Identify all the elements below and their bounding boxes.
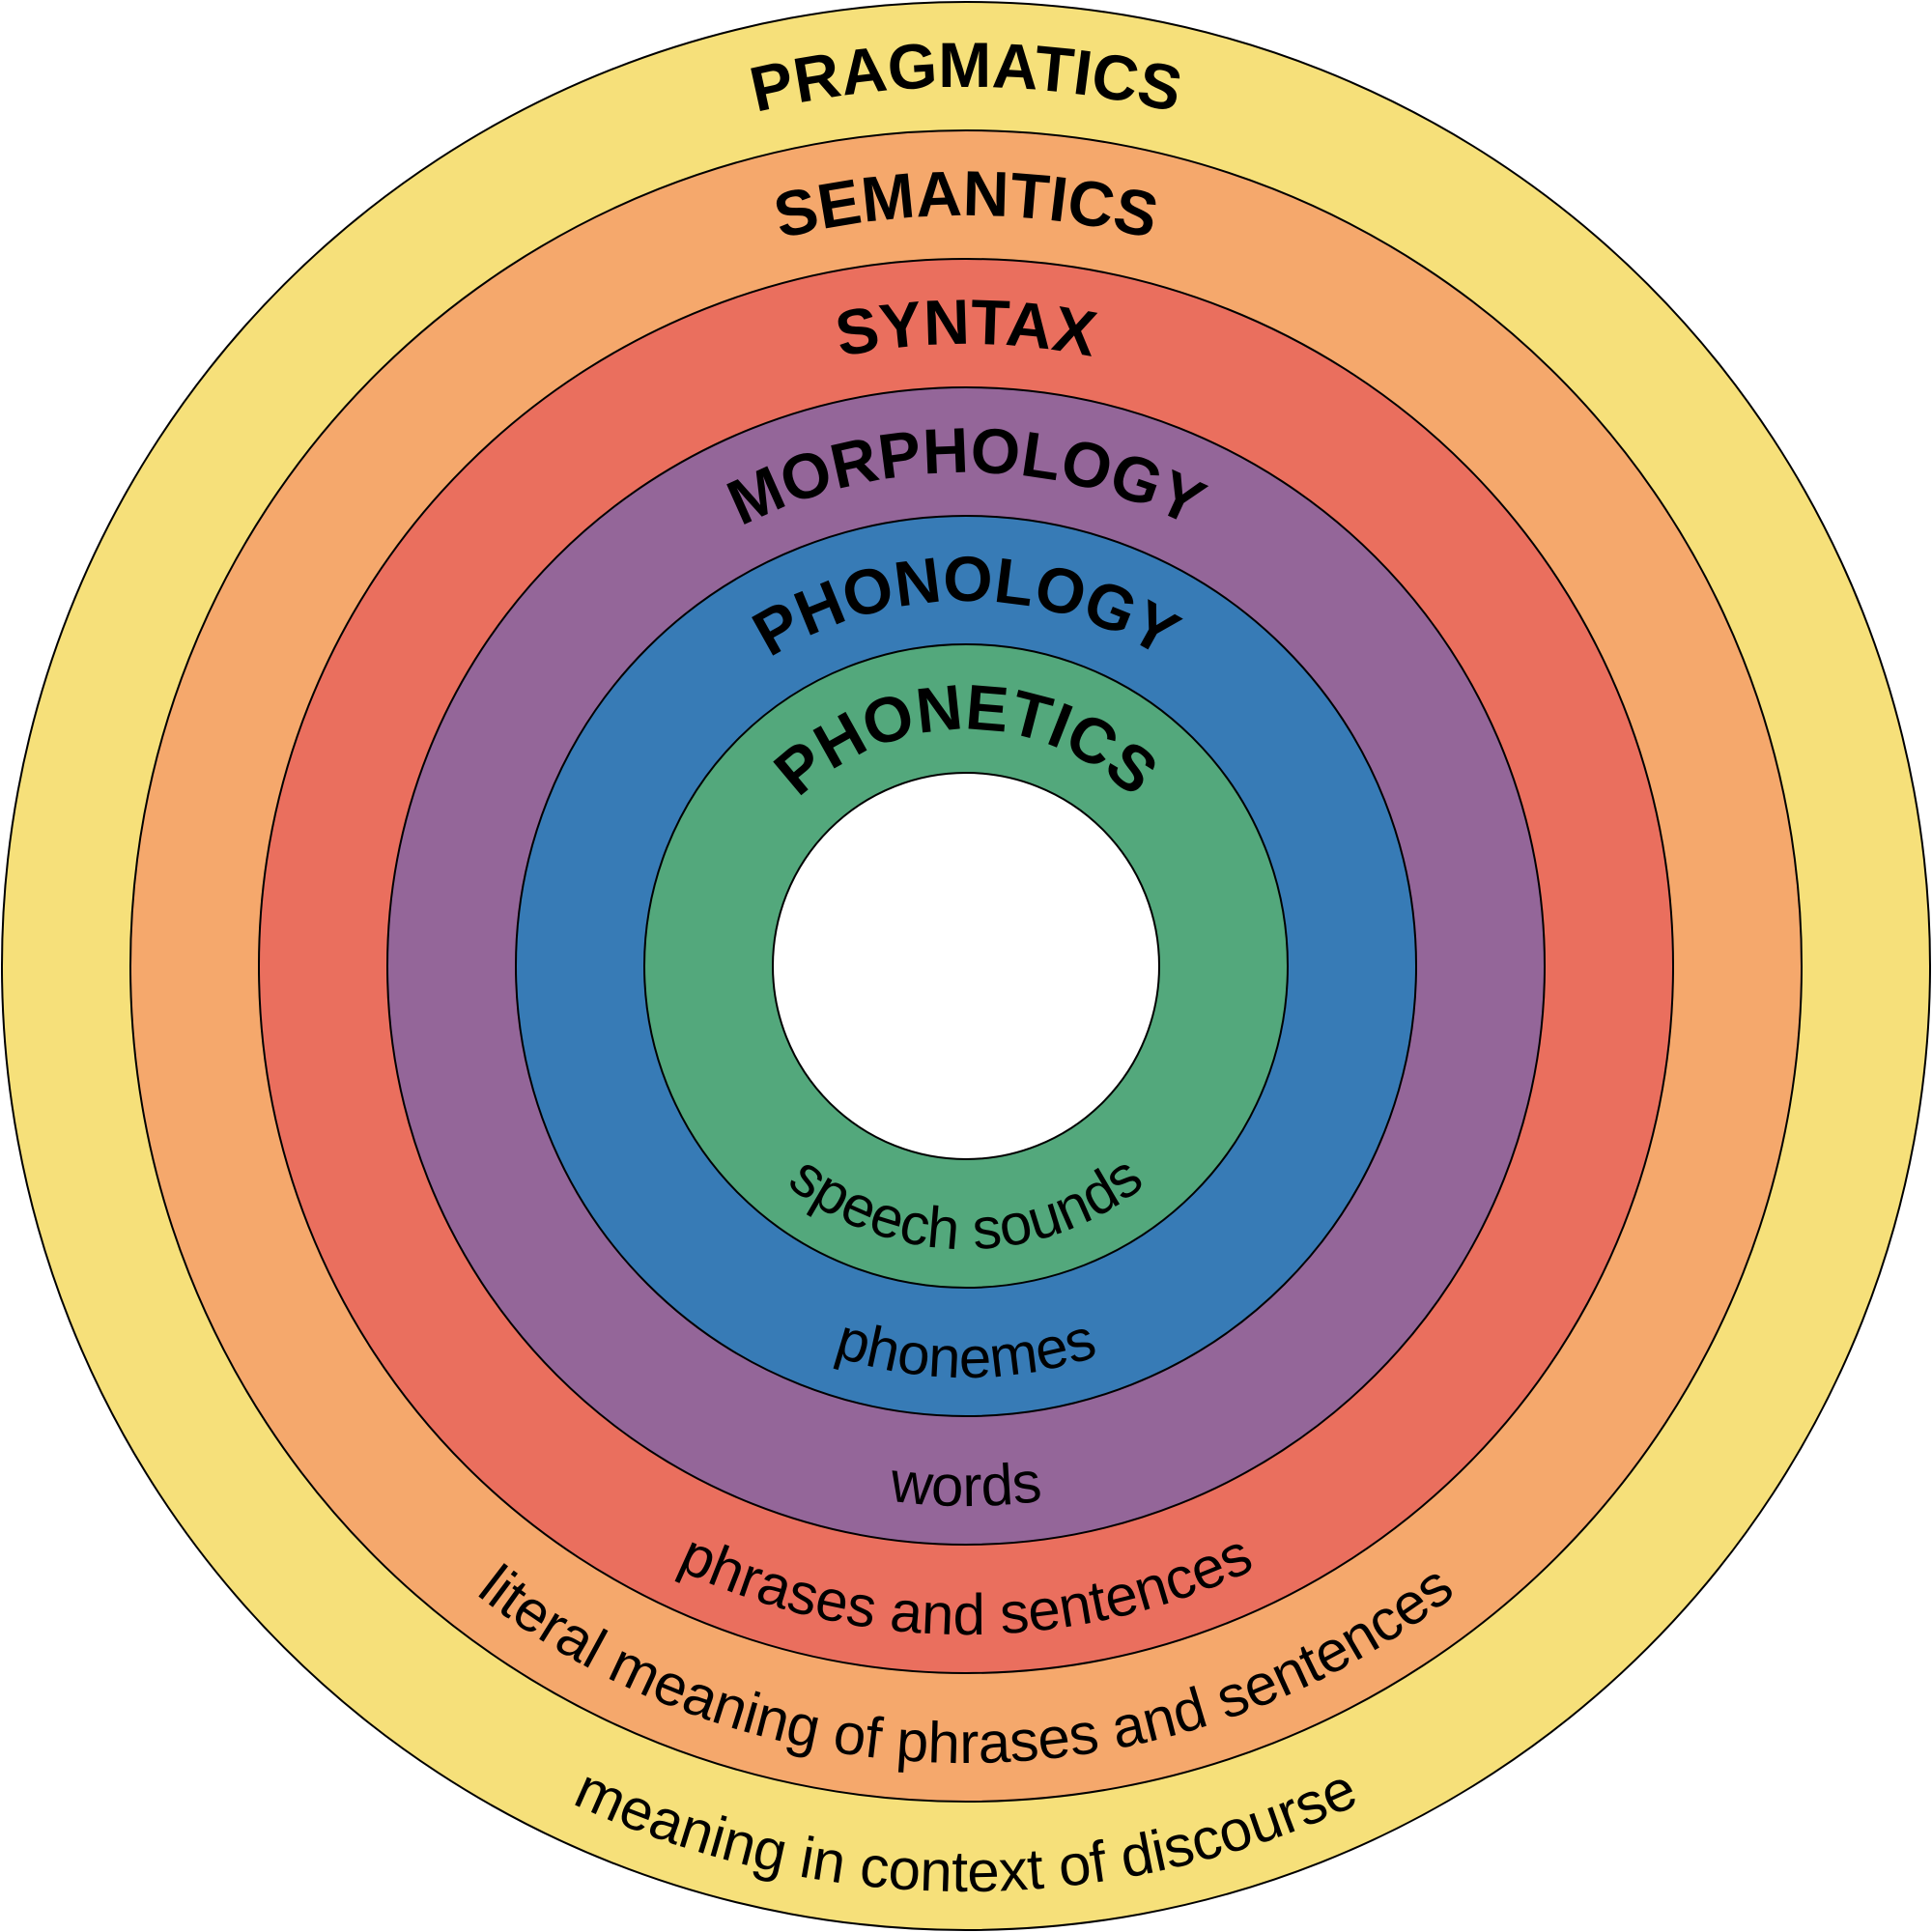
center-circle <box>772 772 1160 1160</box>
ring-description-morphology: words <box>887 1449 1044 1519</box>
ring-title-syntax: SYNTAX <box>830 286 1101 370</box>
